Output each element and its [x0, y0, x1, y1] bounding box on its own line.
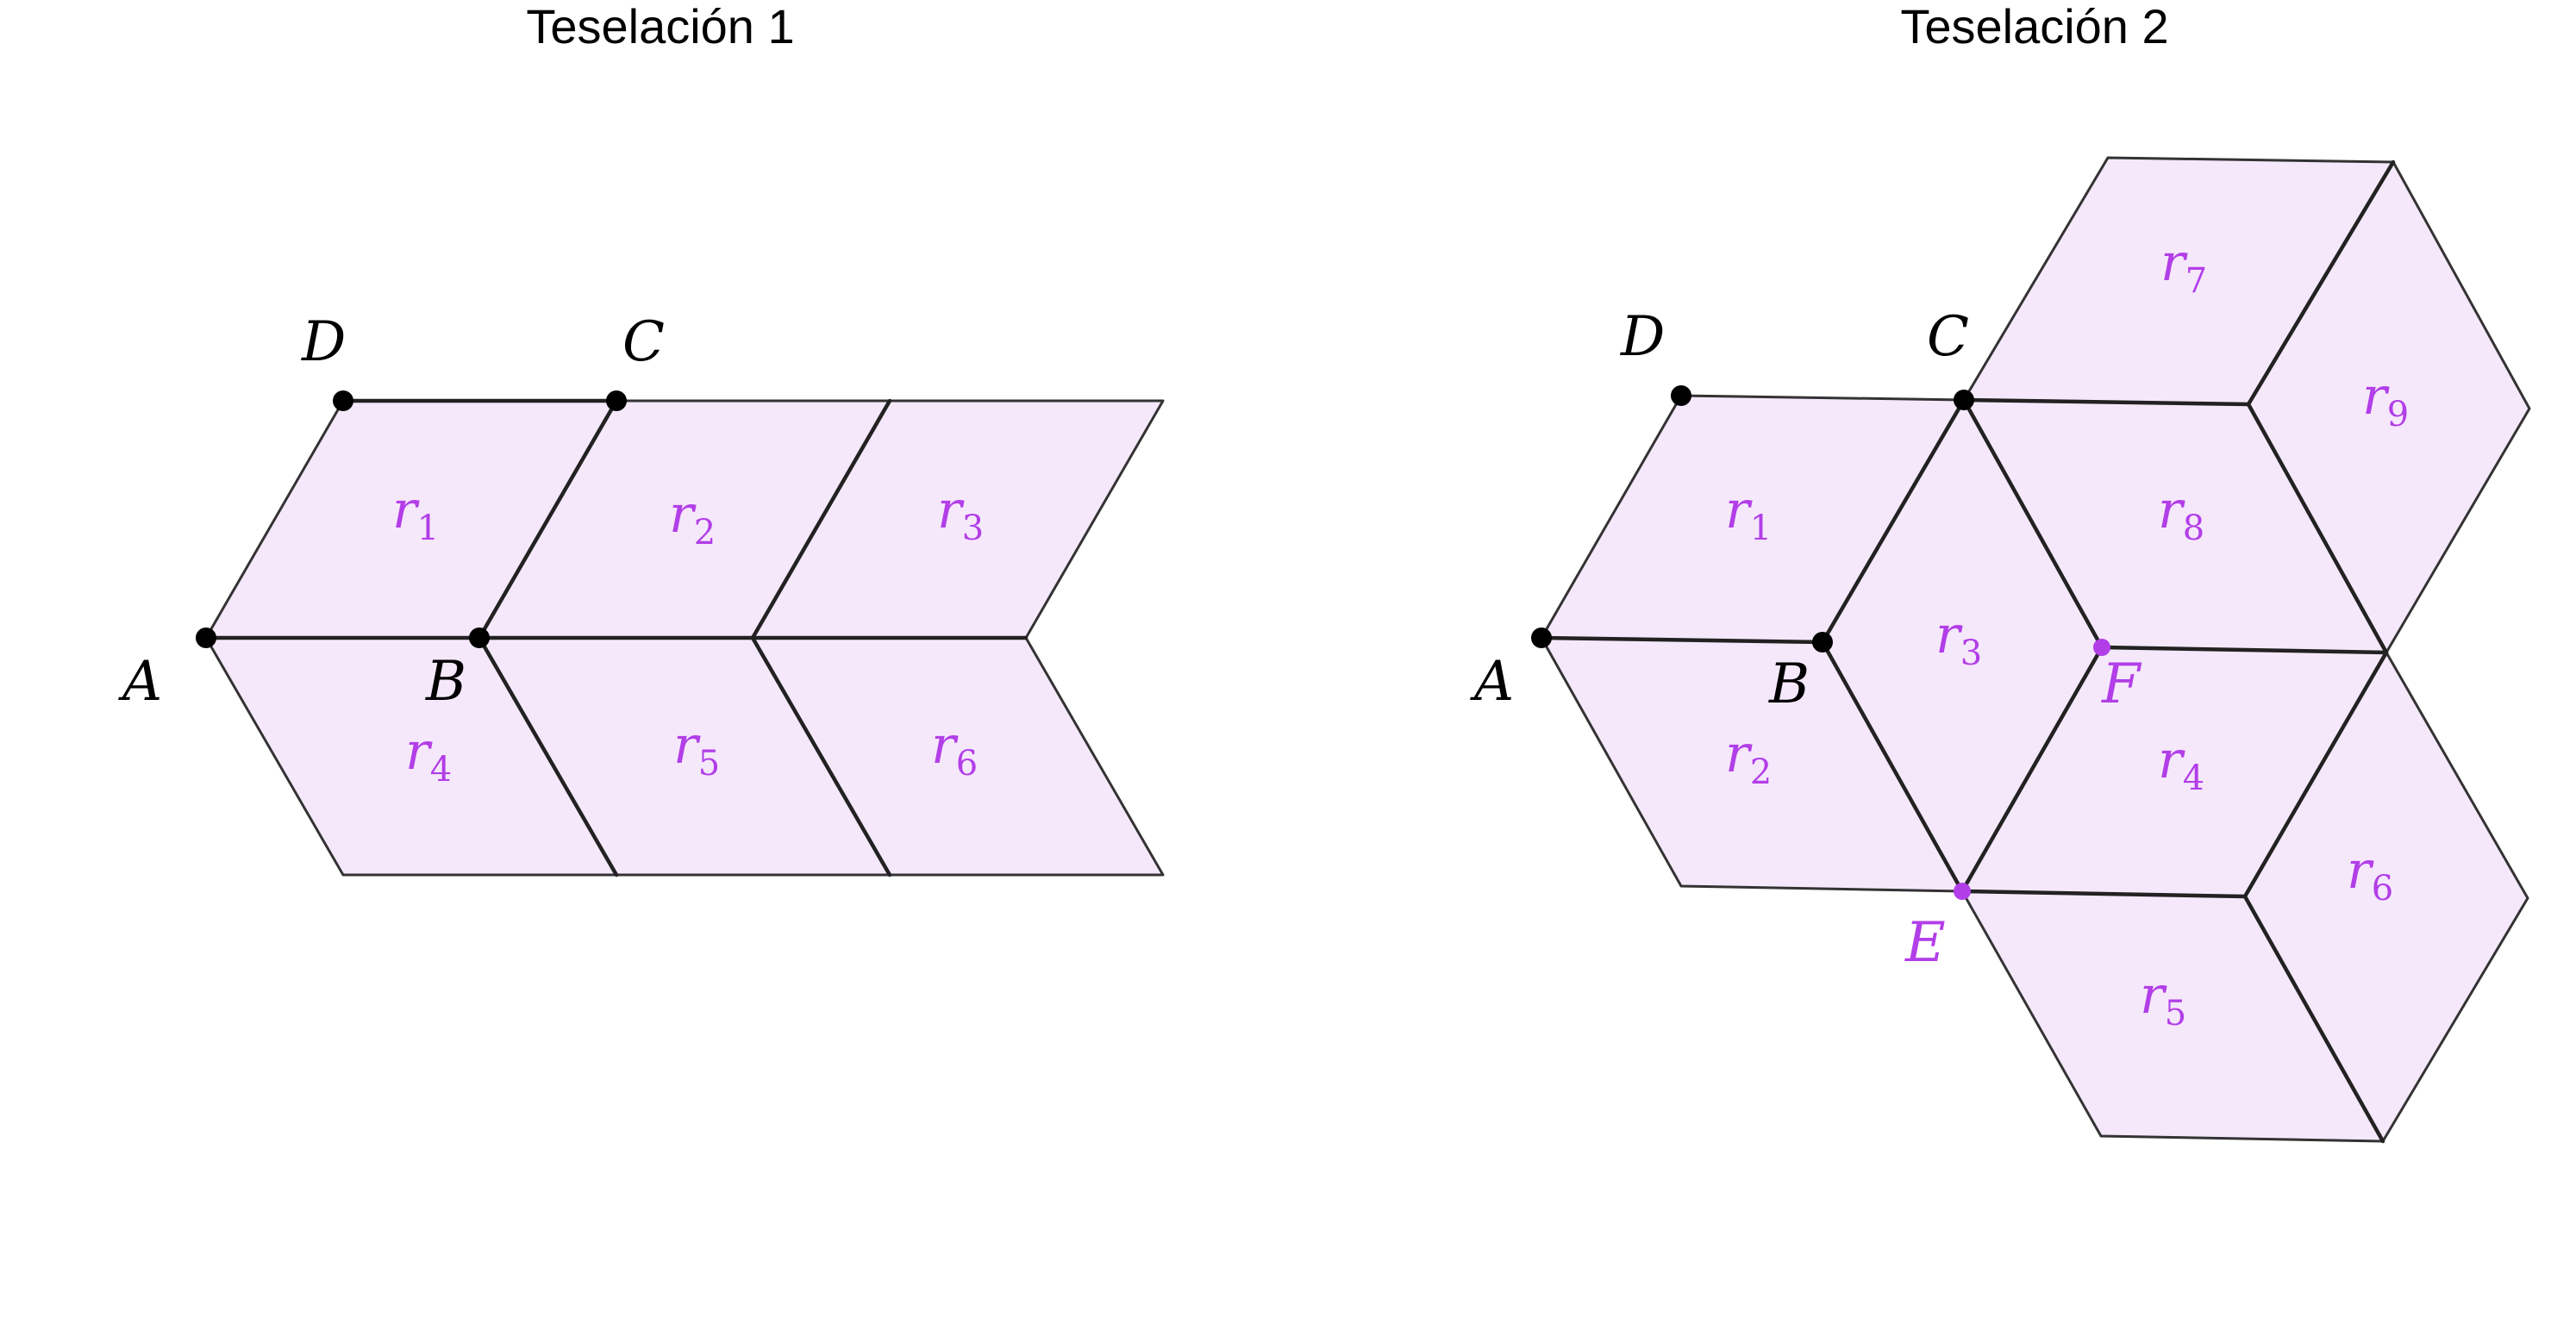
vertex-label-B: B	[1768, 653, 1810, 716]
region-label-r3: r3	[1935, 605, 1982, 673]
vertex-label-D: D	[1620, 305, 1665, 369]
vertex-point-F	[2093, 639, 2110, 656]
vertex-label-E: E	[1904, 911, 1946, 975]
region-label-r2: r2	[1725, 724, 1772, 792]
edge-BC	[1820, 397, 1966, 645]
edge-interior	[2246, 402, 2389, 655]
edge-interior	[2242, 650, 2389, 899]
vertex-point-B	[469, 628, 490, 648]
panel-teselacion-1: Teselación 1 A B C D r1 r2 r3 r4 r5 r6	[118, 0, 1165, 877]
vertex-label-B: B	[425, 650, 466, 714]
edge-AB	[1539, 635, 1825, 645]
region-label-r5: r5	[673, 715, 720, 784]
region-label-r1: r1	[392, 480, 439, 548]
edge-interior	[750, 398, 892, 640]
vertex-label-A: A	[118, 650, 162, 714]
vertex-label-C: C	[1927, 305, 1969, 369]
region-label-r8: r8	[2158, 480, 2204, 548]
panel-2-title: Teselación 2	[1900, 0, 2168, 53]
vertex-point-A	[1531, 628, 1552, 648]
panel-teselacion-2: Teselación 2 A B C D	[1470, 0, 2531, 1144]
vertex-label-D: D	[301, 310, 346, 374]
vertex-point-B	[1812, 632, 1833, 653]
edge-interior	[750, 635, 892, 877]
vertex-label-F: F	[2101, 653, 2142, 716]
vertex-label-A: A	[1470, 650, 1514, 714]
edge-interior	[1820, 640, 1965, 894]
region-label-r4: r4	[405, 721, 452, 790]
vertex-label-C: C	[622, 310, 665, 374]
edge-interior	[1961, 397, 2251, 407]
edge-interior	[477, 635, 619, 877]
region-label-r2: r2	[669, 484, 716, 553]
edge-interior	[2242, 894, 2385, 1144]
region-label-r7: r7	[2160, 233, 2207, 301]
vertex-point-D	[1671, 385, 1691, 406]
region-label-r3: r3	[937, 480, 984, 548]
region-label-r1: r1	[1725, 480, 1772, 548]
region-label-r5: r5	[2140, 965, 2186, 1033]
region-label-r4: r4	[2158, 730, 2204, 798]
edge-interior	[1960, 889, 2248, 899]
region-label-r6: r6	[931, 715, 978, 784]
edge-interior	[2246, 159, 2396, 407]
edge-BC	[477, 398, 619, 640]
region-label-r9: r9	[2362, 366, 2409, 434]
region-label-r6: r6	[2347, 840, 2393, 909]
edge-interior	[2099, 645, 2389, 655]
vertex-point-C	[606, 390, 627, 411]
vertex-point-E	[1954, 883, 1971, 900]
panel-1-title: Teselación 1	[526, 0, 794, 53]
vertex-point-D	[333, 390, 353, 411]
vertex-point-C	[1954, 390, 1974, 410]
vertex-point-A	[196, 628, 216, 648]
edge-FE	[1960, 645, 2104, 894]
edge-interior	[1961, 397, 2104, 650]
